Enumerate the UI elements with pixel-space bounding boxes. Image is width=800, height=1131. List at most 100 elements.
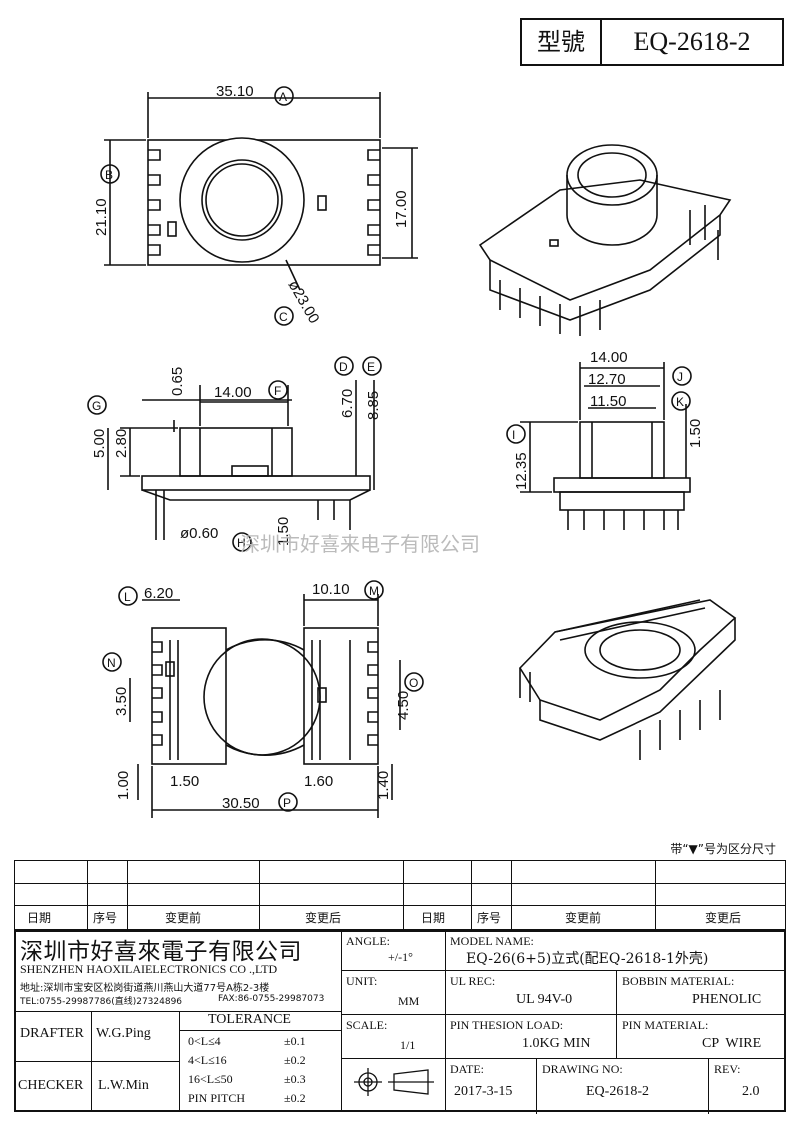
company-address: 地址:深圳市宝安区松岗街道燕川燕山大道77号A栋2-3楼 <box>20 983 270 994</box>
tolerance-label: TOLERANCE <box>208 1012 291 1027</box>
tol-val-4: ±0.2 <box>284 1091 306 1105</box>
date-label: DATE: <box>450 1062 484 1076</box>
company-name-cn: 深圳市好喜來電子有限公司 <box>20 939 302 965</box>
drawing-no-value: EQ-2618-2 <box>586 1084 649 1099</box>
checker-label: CHECKER <box>18 1078 84 1093</box>
rev-col-no-2: 序号 <box>477 911 502 925</box>
projection-symbol-icon <box>354 1068 434 1096</box>
dim-side-pin: ø0.60 <box>180 525 218 542</box>
drafter-label: DRAFTER <box>20 1026 84 1041</box>
dim-side-g: 5.00 <box>91 429 108 458</box>
dim-bot-o: 4.50 <box>395 691 412 720</box>
tag-h: H <box>237 536 246 550</box>
tag-c: C <box>279 310 288 324</box>
distinguish-note: 带“▼”号为区分尺寸 <box>670 842 776 856</box>
tolerance-block: TOLERANCE 0<L≤4 ±0.1 4<L≤16 ±0.2 16<L≤50… <box>180 1012 342 1112</box>
tag-o: O <box>409 676 418 690</box>
side-view <box>87 356 382 552</box>
rev-col-after-2: 变更后 <box>705 911 742 925</box>
end-view <box>506 362 692 530</box>
unit-value: MM <box>398 994 420 1008</box>
rev-col-before-2: 变更前 <box>565 911 602 925</box>
rev-value: 2.0 <box>742 1084 760 1099</box>
tol-range-2: 4<L≤16 <box>188 1053 227 1067</box>
dim-bot-140: 1.40 <box>375 771 392 800</box>
dim-side-e: 8.85 <box>365 391 382 420</box>
dim-side-150: 1.50 <box>275 517 292 546</box>
rev-col-before-1: 变更前 <box>165 911 202 925</box>
part-number-box: 型號 EQ-2618-2 <box>520 18 784 66</box>
revision-table: 日期 序号 变更前 变更后 日期 序号 变更前 变更后 <box>14 860 786 930</box>
model-name-label: MODEL NAME: <box>450 934 534 948</box>
pin-material-value: CP WIRE <box>702 1036 762 1051</box>
tag-i: I <box>512 428 515 442</box>
dim-side-065: 0.65 <box>169 367 186 396</box>
tag-j: J <box>677 370 683 384</box>
dim-top-17: 17.00 <box>393 190 410 228</box>
tol-val-2: ±0.2 <box>284 1053 306 1067</box>
dim-bot-p: 30.50 <box>222 795 260 812</box>
checker-value: L.W.Min <box>98 1078 149 1093</box>
tol-val-1: ±0.1 <box>284 1034 306 1048</box>
company-name-en: SHENZHEN HAOXILAIELECTRONICS CO .,LTD <box>20 962 278 976</box>
dim-side-280: 2.80 <box>113 429 130 458</box>
rev-col-date-2: 日期 <box>421 911 446 925</box>
tag-g: G <box>92 399 101 413</box>
tol-range-1: 0<L≤4 <box>188 1034 221 1048</box>
pin-load-label: PIN THESION LOAD: <box>450 1018 564 1032</box>
bottom-view <box>102 580 424 818</box>
technical-drawing: 35.10 A 21.10 B 17.00 ø23.00 C 0.65 14.0… <box>87 83 737 818</box>
dim-bot-150: 1.50 <box>170 773 199 790</box>
scale-label: SCALE: <box>346 1018 388 1032</box>
rev-label: REV: <box>714 1062 741 1076</box>
model-label: 型號 <box>522 20 602 64</box>
dim-end-k: 11.50 <box>590 393 626 410</box>
rev-col-after-1: 变更后 <box>305 911 342 925</box>
unit-label: UNIT: <box>346 974 378 988</box>
tag-p: P <box>283 796 291 810</box>
ul-rec-label: UL REC: <box>450 974 496 988</box>
tag-m: M <box>369 584 379 598</box>
model-number: EQ-2618-2 <box>633 27 751 56</box>
date-value: 2017-3-15 <box>454 1084 513 1099</box>
dim-top-c: ø23.00 <box>285 278 323 327</box>
angle-value: +/-1° <box>388 950 413 964</box>
tol-range-4: PIN PITCH <box>188 1091 246 1105</box>
bobbin-material-label: BOBBIN MATERIAL: <box>622 974 735 988</box>
scale-value: 1/1 <box>400 1038 416 1052</box>
top-view <box>100 86 418 326</box>
tag-l: L <box>124 590 131 604</box>
dim-bot-n: 3.50 <box>113 687 130 716</box>
dim-bot-100: 1.00 <box>115 771 132 800</box>
company-block: 深圳市好喜來電子有限公司 SHENZHEN HAOXILAIELECTRONIC… <box>16 932 342 1012</box>
pin-load-value: 1.0KG MIN <box>522 1036 591 1051</box>
rev-col-no-1: 序号 <box>93 911 118 925</box>
angle-label: ANGLE: <box>346 934 390 948</box>
dim-end-j: 12.70 <box>588 371 626 388</box>
watermark: 深圳市好喜来电子有限公司 <box>240 532 480 556</box>
tag-b: B <box>105 168 113 182</box>
pin-material-label: PIN MATERIAL: <box>622 1018 709 1032</box>
dim-bot-m: 10.10 <box>312 581 350 598</box>
model-name-value: EQ-26(6+5)立式(配EQ-2618-1外壳) <box>466 951 709 967</box>
bobbin-material-value: PHENOLIC <box>692 992 762 1007</box>
tag-d: D <box>339 360 348 374</box>
drawing-no-label: DRAWING NO: <box>542 1062 623 1076</box>
tol-range-3: 16<L≤50 <box>188 1072 233 1086</box>
dim-top-a: 35.10 <box>216 83 254 100</box>
drafter-value: W.G.Ping <box>96 1026 151 1041</box>
dim-bot-l: 6.20 <box>144 585 173 602</box>
tol-val-3: ±0.3 <box>284 1072 306 1086</box>
tag-n: N <box>107 656 116 670</box>
dim-end-14: 14.00 <box>590 349 628 366</box>
dim-bot-160: 1.60 <box>304 773 333 790</box>
dim-end-150: 1.50 <box>687 419 704 448</box>
iso-view-bottom <box>518 599 737 760</box>
dim-top-b: 21.10 <box>93 198 110 236</box>
dim-side-d: 6.70 <box>339 389 356 418</box>
tag-f: F <box>274 384 281 398</box>
title-block: 深圳市好喜來電子有限公司 SHENZHEN HAOXILAIELECTRONIC… <box>14 930 786 1114</box>
tag-k: K <box>676 395 684 409</box>
tag-a: A <box>279 90 287 104</box>
company-fax: FAX:86-0755-29987073 <box>218 994 325 1004</box>
